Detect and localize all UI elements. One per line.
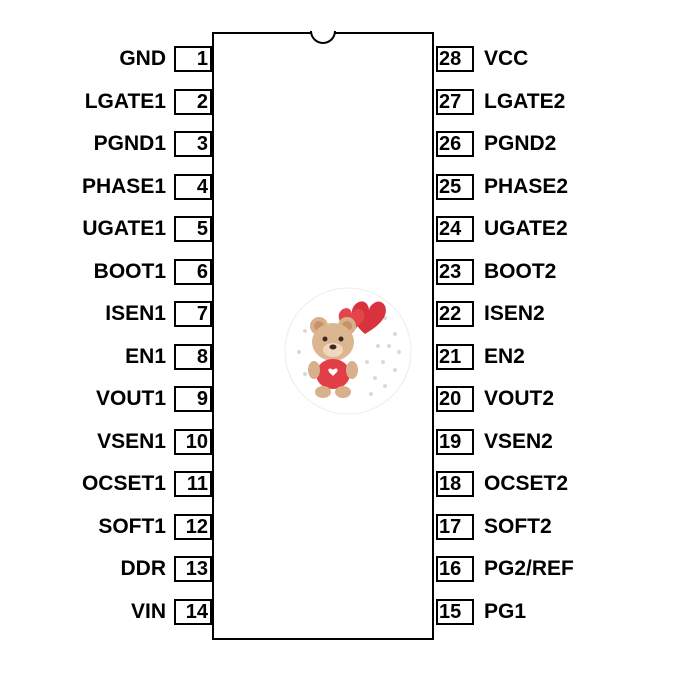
pin-number-box: 10 bbox=[174, 428, 212, 455]
pin-26: 26 PGND2 bbox=[436, 131, 656, 157]
pin-number-box: 18 bbox=[436, 471, 474, 497]
pin-7: ISEN1 7 bbox=[40, 301, 212, 327]
pin-11: OCSET1 11 bbox=[40, 471, 212, 497]
pin-name: OCSET1 bbox=[81, 472, 166, 495]
pin-number-box: 15 bbox=[436, 598, 474, 625]
pin-number-box: 13 bbox=[174, 556, 212, 582]
pin-number-box: 11 bbox=[174, 471, 212, 497]
pin-14: VIN 14 bbox=[40, 598, 212, 625]
pin-5: UGATE1 5 bbox=[40, 216, 212, 242]
pin-name: UGATE2 bbox=[484, 217, 568, 240]
pin1-notch bbox=[310, 31, 336, 44]
pin-name: PHASE1 bbox=[81, 174, 166, 198]
pin-name: ISEN2 bbox=[484, 302, 545, 325]
pin-number-box: 9 bbox=[174, 386, 212, 412]
pin-name: EN2 bbox=[484, 344, 525, 368]
pin-number-box: 28 bbox=[436, 46, 474, 72]
pin-number-box: 2 bbox=[174, 88, 212, 115]
pin-number-box: 21 bbox=[436, 343, 474, 370]
teddy-bear-heart-icon bbox=[284, 287, 412, 415]
pin-name: UGATE1 bbox=[82, 217, 166, 240]
pin-16: 16 PG2/REF bbox=[436, 556, 656, 582]
pin-name: VOUT1 bbox=[95, 387, 166, 410]
pin-23: 23 BOOT2 bbox=[436, 258, 656, 285]
pin-name: BOOT1 bbox=[93, 259, 166, 283]
pin-name: VCC bbox=[484, 47, 529, 70]
pin-10: VSEN1 10 bbox=[40, 428, 212, 455]
pin-name: PGND2 bbox=[484, 132, 557, 155]
pin-number-box: 1 bbox=[174, 46, 212, 72]
pin-name: VOUT2 bbox=[484, 387, 555, 410]
pin-name: BOOT2 bbox=[484, 259, 557, 283]
pin-3: PGND1 3 bbox=[40, 131, 212, 157]
pin-number-box: 8 bbox=[174, 343, 212, 370]
pin-name: PGND1 bbox=[93, 132, 166, 155]
pin-number-box: 14 bbox=[174, 598, 212, 625]
pin-name: EN1 bbox=[125, 344, 166, 368]
pin-number-box: 23 bbox=[436, 258, 474, 285]
pin-number-box: 5 bbox=[174, 216, 212, 242]
pin-number-box: 26 bbox=[436, 131, 474, 157]
pin-number-box: 20 bbox=[436, 386, 474, 412]
pin-number-box: 12 bbox=[174, 513, 212, 540]
pin-name: LGATE1 bbox=[84, 89, 166, 113]
pin-number-box: 4 bbox=[174, 173, 212, 200]
pin-9: VOUT1 9 bbox=[40, 386, 212, 412]
pin-12: SOFT1 12 bbox=[40, 513, 212, 540]
pin-name: PG2/REF bbox=[484, 557, 574, 580]
pin-24: 24 UGATE2 bbox=[436, 216, 656, 242]
pin-number-box: 7 bbox=[174, 301, 212, 327]
pin-28: 28 VCC bbox=[436, 46, 656, 72]
pin-number-box: 24 bbox=[436, 216, 474, 242]
pin-name: LGATE2 bbox=[484, 89, 566, 113]
pin-name: ISEN1 bbox=[105, 302, 166, 325]
pin-name: GND bbox=[119, 47, 166, 70]
pin-name: VSEN1 bbox=[97, 429, 166, 453]
pin-17: 17 SOFT2 bbox=[436, 513, 656, 540]
pin-number-box: 3 bbox=[174, 131, 212, 157]
pin-number-box: 17 bbox=[436, 513, 474, 540]
pin-27: 27 LGATE2 bbox=[436, 88, 656, 115]
pin-19: 19 VSEN2 bbox=[436, 428, 656, 455]
pin-name: SOFT1 bbox=[98, 514, 166, 538]
pin-name: PHASE2 bbox=[484, 174, 569, 198]
pin-number-box: 25 bbox=[436, 173, 474, 200]
pin-22: 22 ISEN2 bbox=[436, 301, 656, 327]
pin-name: VSEN2 bbox=[484, 429, 553, 453]
pin-18: 18 OCSET2 bbox=[436, 471, 656, 497]
pin-20: 20 VOUT2 bbox=[436, 386, 656, 412]
pin-4: PHASE1 4 bbox=[40, 173, 212, 200]
pin-name: PG1 bbox=[484, 599, 527, 623]
pin-number-box: 27 bbox=[436, 88, 474, 115]
pin-21: 21 EN2 bbox=[436, 343, 656, 370]
pin-number-box: 6 bbox=[174, 258, 212, 285]
pin-name: DDR bbox=[120, 557, 167, 580]
pin-13: DDR 13 bbox=[40, 556, 212, 582]
pin-name: SOFT2 bbox=[484, 514, 552, 538]
pin-8: EN1 8 bbox=[40, 343, 212, 370]
pin-name: VIN bbox=[130, 599, 166, 623]
pin-6: BOOT1 6 bbox=[40, 258, 212, 285]
pin-1: GND 1 bbox=[40, 46, 212, 72]
pin-25: 25 PHASE2 bbox=[436, 173, 656, 200]
pin-number-box: 19 bbox=[436, 428, 474, 455]
pin-15: 15 PG1 bbox=[436, 598, 656, 625]
pin-number-box: 16 bbox=[436, 556, 474, 582]
pin-2: LGATE1 2 bbox=[40, 88, 212, 115]
pin-number-box: 22 bbox=[436, 301, 474, 327]
pin-name: OCSET2 bbox=[484, 472, 569, 495]
